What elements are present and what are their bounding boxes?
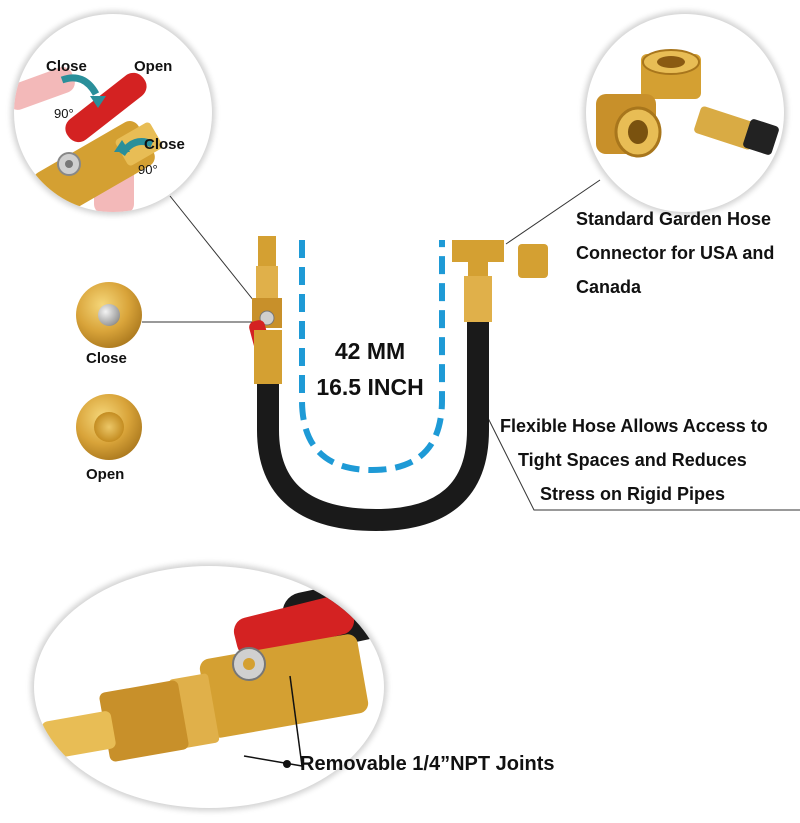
black-hose bbox=[257, 309, 489, 532]
closeup-handle bbox=[233, 595, 355, 657]
dimension-imperial: 16.5 INCH bbox=[316, 374, 424, 400]
coin-close-label: Close bbox=[86, 350, 127, 367]
flex-line-1: Flexible Hose Allows Access to bbox=[500, 416, 768, 436]
joints-callout: Removable 1/4”NPT Joints bbox=[300, 753, 555, 775]
garden-hose-callout: Standard Garden Hose Connector for USA a… bbox=[576, 202, 774, 304]
angle-bottom: 90° bbox=[138, 162, 158, 177]
hose-product-illustration bbox=[142, 179, 800, 532]
garden-leader-line bbox=[505, 179, 601, 245]
closed-valve-view bbox=[76, 282, 142, 348]
label-close-bottom: Close bbox=[144, 136, 185, 153]
open-valve-view bbox=[76, 394, 142, 460]
fittings-inset bbox=[586, 14, 784, 212]
label-open: Open bbox=[134, 58, 173, 75]
elbow-fitting bbox=[452, 240, 504, 300]
garden-hose-line-1: Standard Garden Hose bbox=[576, 209, 772, 229]
joints-bullet-icon bbox=[283, 760, 291, 768]
flex-line-3: Stress on Rigid Pipes bbox=[540, 484, 726, 504]
valve-rotation-inset: Close Open Close 90° 90° bbox=[14, 14, 212, 212]
adapter-fitting bbox=[518, 244, 548, 278]
length-guide bbox=[299, 240, 445, 474]
flexible-hose-callout: Flexible Hose Allows Access to Tight Spa… bbox=[500, 409, 768, 511]
label-close-top: Close bbox=[46, 58, 87, 75]
dimension-metric: 42 MM bbox=[334, 338, 406, 364]
coin-open-label: Open bbox=[86, 466, 125, 483]
closeup-illustration bbox=[42, 577, 384, 767]
angle-top: 90° bbox=[54, 106, 74, 121]
flex-line-2: Tight Spaces and Reduces bbox=[518, 450, 747, 470]
valve-closeup-inset bbox=[34, 566, 384, 808]
garden-hose-line-2: Connector for USA and bbox=[576, 243, 775, 263]
flex-leader-line bbox=[485, 413, 800, 511]
valve-illustration bbox=[14, 67, 163, 212]
garden-hose-line-3: Canada bbox=[576, 277, 642, 297]
rotate-arrow-icon bbox=[60, 74, 100, 96]
valve-leader-line bbox=[169, 195, 259, 307]
fittings-illustration bbox=[596, 49, 779, 158]
